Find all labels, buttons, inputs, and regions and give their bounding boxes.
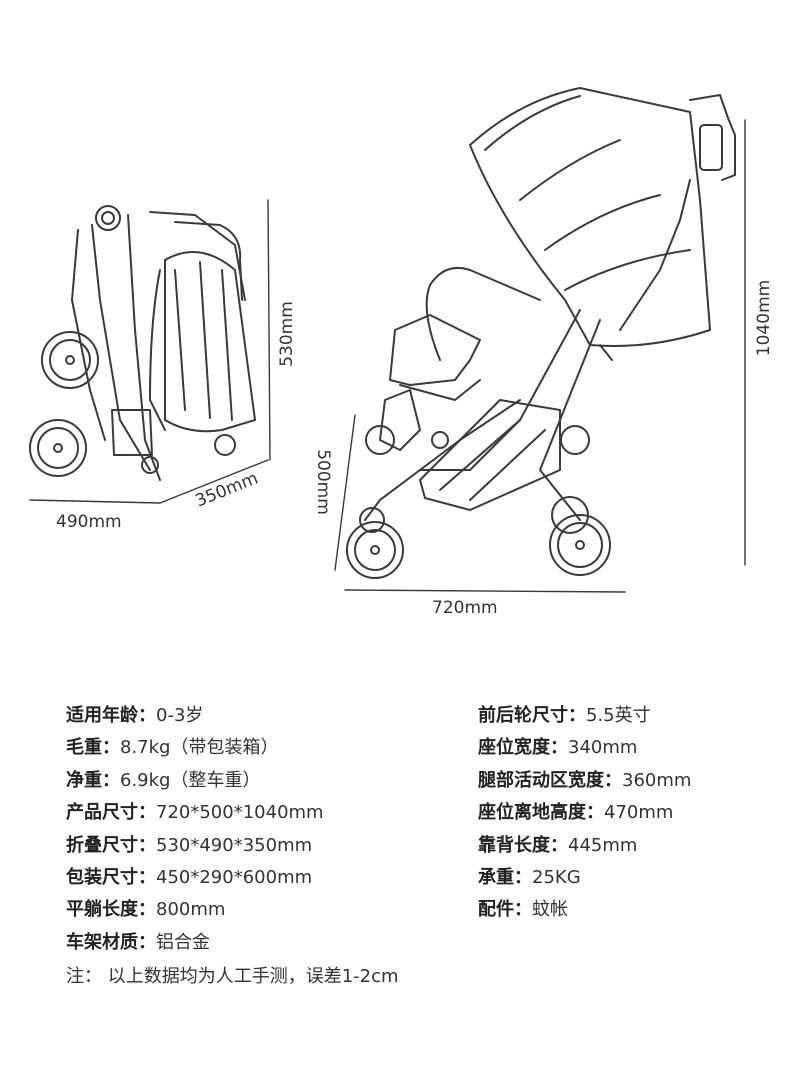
spec-row: 配件：蚊帐	[478, 894, 691, 926]
spec-label: 座位离地高度：	[478, 802, 604, 824]
folded-dimension-lines	[29, 199, 271, 504]
stroller-diagram: 530mm 490mm 350mm 1040mm 500mm 720mm	[29, 87, 775, 618]
spec-value: 铝合金	[156, 931, 210, 953]
spec-label: 适用年龄：	[66, 705, 156, 726]
folded-height-label: 530mm	[276, 301, 297, 367]
spec-row: 包装尺寸：450*290*600mm	[66, 862, 324, 894]
spec-value: 470mm	[604, 802, 674, 824]
spec-label: 前后轮尺寸：	[478, 705, 586, 726]
spec-label: 腿部活动区宽度：	[478, 769, 622, 791]
spec-value: 445mm	[568, 834, 638, 856]
spec-label: 净重：	[66, 769, 120, 791]
spec-row: 前后轮尺寸：5.5英寸	[478, 700, 691, 732]
spec-label: 车架材质：	[66, 931, 156, 953]
spec-row: 适用年龄：0-3岁	[66, 700, 324, 732]
spec-label: 包装尺寸：	[66, 866, 156, 888]
spec-label: 承重：	[478, 866, 532, 888]
folded-stroller	[29, 205, 256, 481]
spec-value: 25KG	[532, 866, 581, 888]
spec-row: 座位离地高度：470mm	[478, 797, 691, 829]
spec-label: 平躺长度：	[66, 899, 156, 921]
spec-value: 蚊帐	[532, 899, 568, 921]
spec-value: 0-3岁	[156, 705, 204, 726]
spec-label: 配件：	[478, 899, 532, 921]
spec-row: 承重：25KG	[478, 862, 691, 894]
spec-row: 座位宽度：340mm	[478, 732, 691, 764]
stroller-line-art	[29, 87, 746, 593]
spec-row: 产品尺寸：720*500*1040mm	[66, 797, 324, 829]
spec-label: 折叠尺寸：	[66, 834, 156, 856]
spec-row: 折叠尺寸：530*490*350mm	[66, 830, 324, 862]
spec-label: 靠背长度：	[478, 834, 568, 856]
spec-value: 450*290*600mm	[156, 866, 313, 888]
spec-column-left: 适用年龄：0-3岁 毛重：8.7kg（带包装箱） 净重：6.9kg（整车重） 产…	[66, 700, 324, 959]
measurement-note: 注： 以上数据均为人工手测，误差1-2cm	[66, 966, 399, 987]
spec-value: 8.7kg（带包装箱）	[120, 737, 279, 759]
spec-value: 800mm	[156, 899, 226, 921]
spec-row: 平躺长度：800mm	[66, 894, 324, 926]
spec-value: 6.9kg（整车重）	[120, 769, 261, 791]
open-stroller	[346, 87, 736, 579]
spec-value: 360mm	[622, 769, 692, 791]
open-height-label: 1040mm	[754, 279, 775, 357]
spec-label: 产品尺寸：	[66, 802, 156, 824]
spec-row: 净重：6.9kg（整车重）	[66, 765, 324, 797]
spec-value: 340mm	[568, 737, 638, 759]
spec-label: 座位宽度：	[478, 737, 568, 759]
open-length-label: 720mm	[432, 598, 498, 618]
open-dimension-lines	[334, 119, 746, 593]
folded-width-label: 490mm	[56, 512, 122, 532]
spec-column-right: 前后轮尺寸：5.5英寸 座位宽度：340mm 腿部活动区宽度：360mm 座位离…	[478, 700, 691, 927]
open-depth-label: 500mm	[312, 449, 333, 515]
spec-value: 5.5英寸	[586, 705, 651, 726]
spec-row: 车架材质：铝合金	[66, 927, 324, 959]
spec-value: 530*490*350mm	[156, 834, 313, 856]
spec-label: 毛重：	[66, 737, 120, 759]
spec-row: 靠背长度：445mm	[478, 830, 691, 862]
spec-value: 720*500*1040mm	[156, 802, 324, 824]
spec-row: 腿部活动区宽度：360mm	[478, 765, 691, 797]
spec-row: 毛重：8.7kg（带包装箱）	[66, 732, 324, 764]
